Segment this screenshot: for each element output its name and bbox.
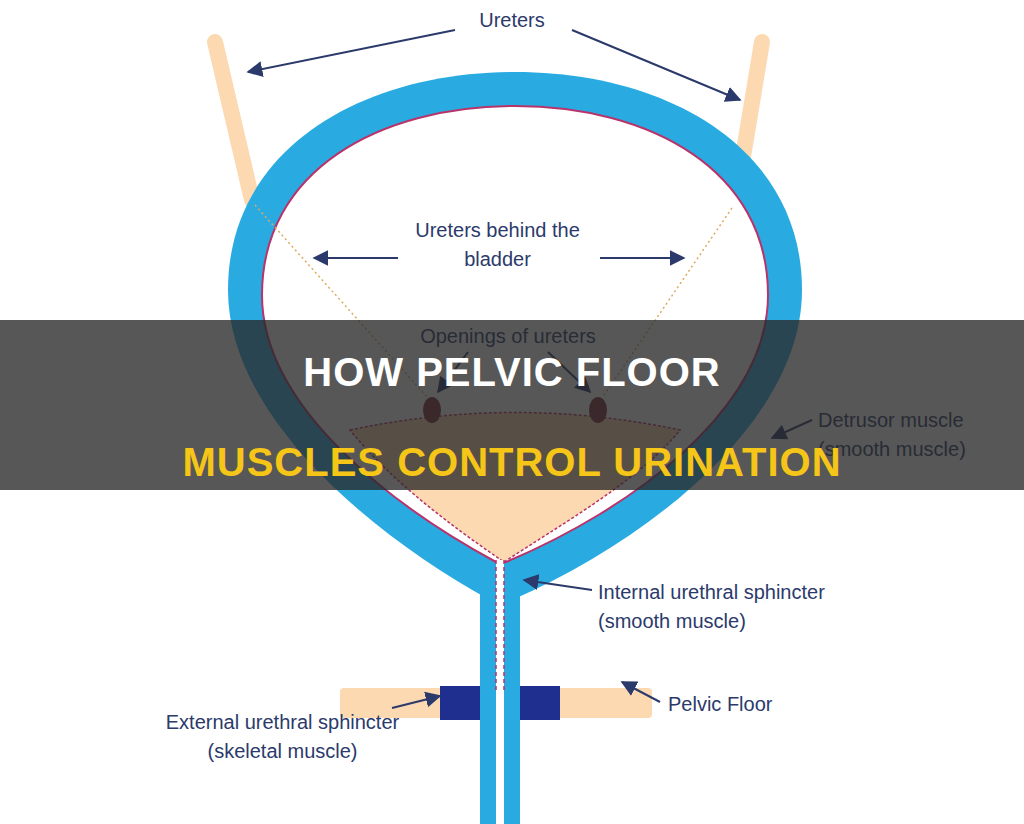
part-label: Internal urethral sphincter (smooth musc… [598,578,873,636]
urethra-wall [480,560,520,824]
urethra-lining [495,560,497,690]
title-line: HOW PELVIC FLOOR [0,348,1024,396]
part-label: External urethral sphincter (skeletal mu… [145,708,420,766]
title-line: MUSCLES CONTROL URINATION [0,438,1024,486]
part-label: Ureters behind the bladder [410,216,585,274]
part-label: Ureters [462,6,562,35]
external-sphincter [520,686,560,720]
urethra-lumen [496,560,504,824]
external-sphincter [440,686,480,720]
urethra-lining [503,560,505,690]
ureter-tube [215,42,252,200]
part-label: Pelvic Floor [668,690,798,719]
